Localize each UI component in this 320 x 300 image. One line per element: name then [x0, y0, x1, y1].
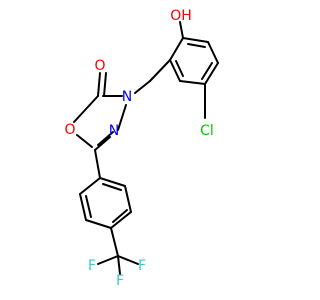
bond-ch2-ring: [149, 59, 171, 82]
bond-n4-c5-double: [97, 131, 114, 146]
bond-ar3-ar4: [207, 41, 219, 64]
bond-cf3-f2: [117, 255, 139, 265]
bond-ph-inner-1: [85, 195, 92, 218]
bond-ph6-ph1: [99, 177, 126, 187]
atom-n3: N: [122, 89, 132, 105]
bonds: [73, 21, 219, 275]
structure-drawing: OH O N N O Cl F F F: [64, 8, 219, 289]
bond-ph-inner-3: [102, 183, 122, 191]
atom-labels: OH O N N O Cl F F F: [64, 8, 213, 289]
bond-ar-inner-3: [175, 60, 184, 77]
bond-ar6-ar1: [169, 59, 181, 82]
bond-ar-inner-1: [187, 43, 206, 48]
bond-ph-inner-2: [112, 209, 128, 223]
molecule-structure: OH O N N O Cl F F F: [64, 8, 219, 289]
bond-c5-aryl: [94, 149, 101, 179]
bond-ar2-ar3: [182, 37, 209, 43]
atom-cl: Cl: [200, 123, 214, 139]
bond-ar-inner-2: [201, 62, 213, 80]
bond-cf3-f1: [97, 255, 119, 265]
atom-f1: F: [88, 258, 96, 274]
bond-ph1-ph2: [79, 177, 101, 195]
bond-ar1-ar2: [169, 37, 184, 61]
atom-f3: F: [116, 273, 124, 289]
bond-ar-oh: [179, 21, 184, 39]
bond-ph2-ph3: [79, 193, 87, 221]
bond-ph3-ph4: [85, 219, 112, 229]
bond-c2-o2-double: [103, 72, 107, 97]
atom-o-carbonyl: O: [94, 58, 105, 74]
bond-c5-o1: [76, 134, 93, 148]
bond-ph5-ph6: [124, 185, 132, 213]
atom-n4: N: [109, 123, 119, 139]
bond-n3-ch2: [134, 80, 151, 94]
bond-n4-c5: [94, 136, 111, 151]
bond-ar4-ar5: [204, 62, 219, 85]
bond-c2-o2: [97, 72, 101, 97]
bond-cf3-f3: [117, 255, 121, 275]
bond-n3-n4: [117, 104, 127, 131]
bond-ar5-ar6: [179, 80, 206, 85]
bond-o1-c2: [73, 95, 99, 123]
atom-oh: OH: [170, 8, 192, 24]
atom-o-ring: O: [64, 122, 75, 138]
bond-ph-cf3: [110, 227, 119, 257]
atom-f2: F: [138, 258, 146, 274]
bond-ph4-ph5: [110, 211, 132, 229]
